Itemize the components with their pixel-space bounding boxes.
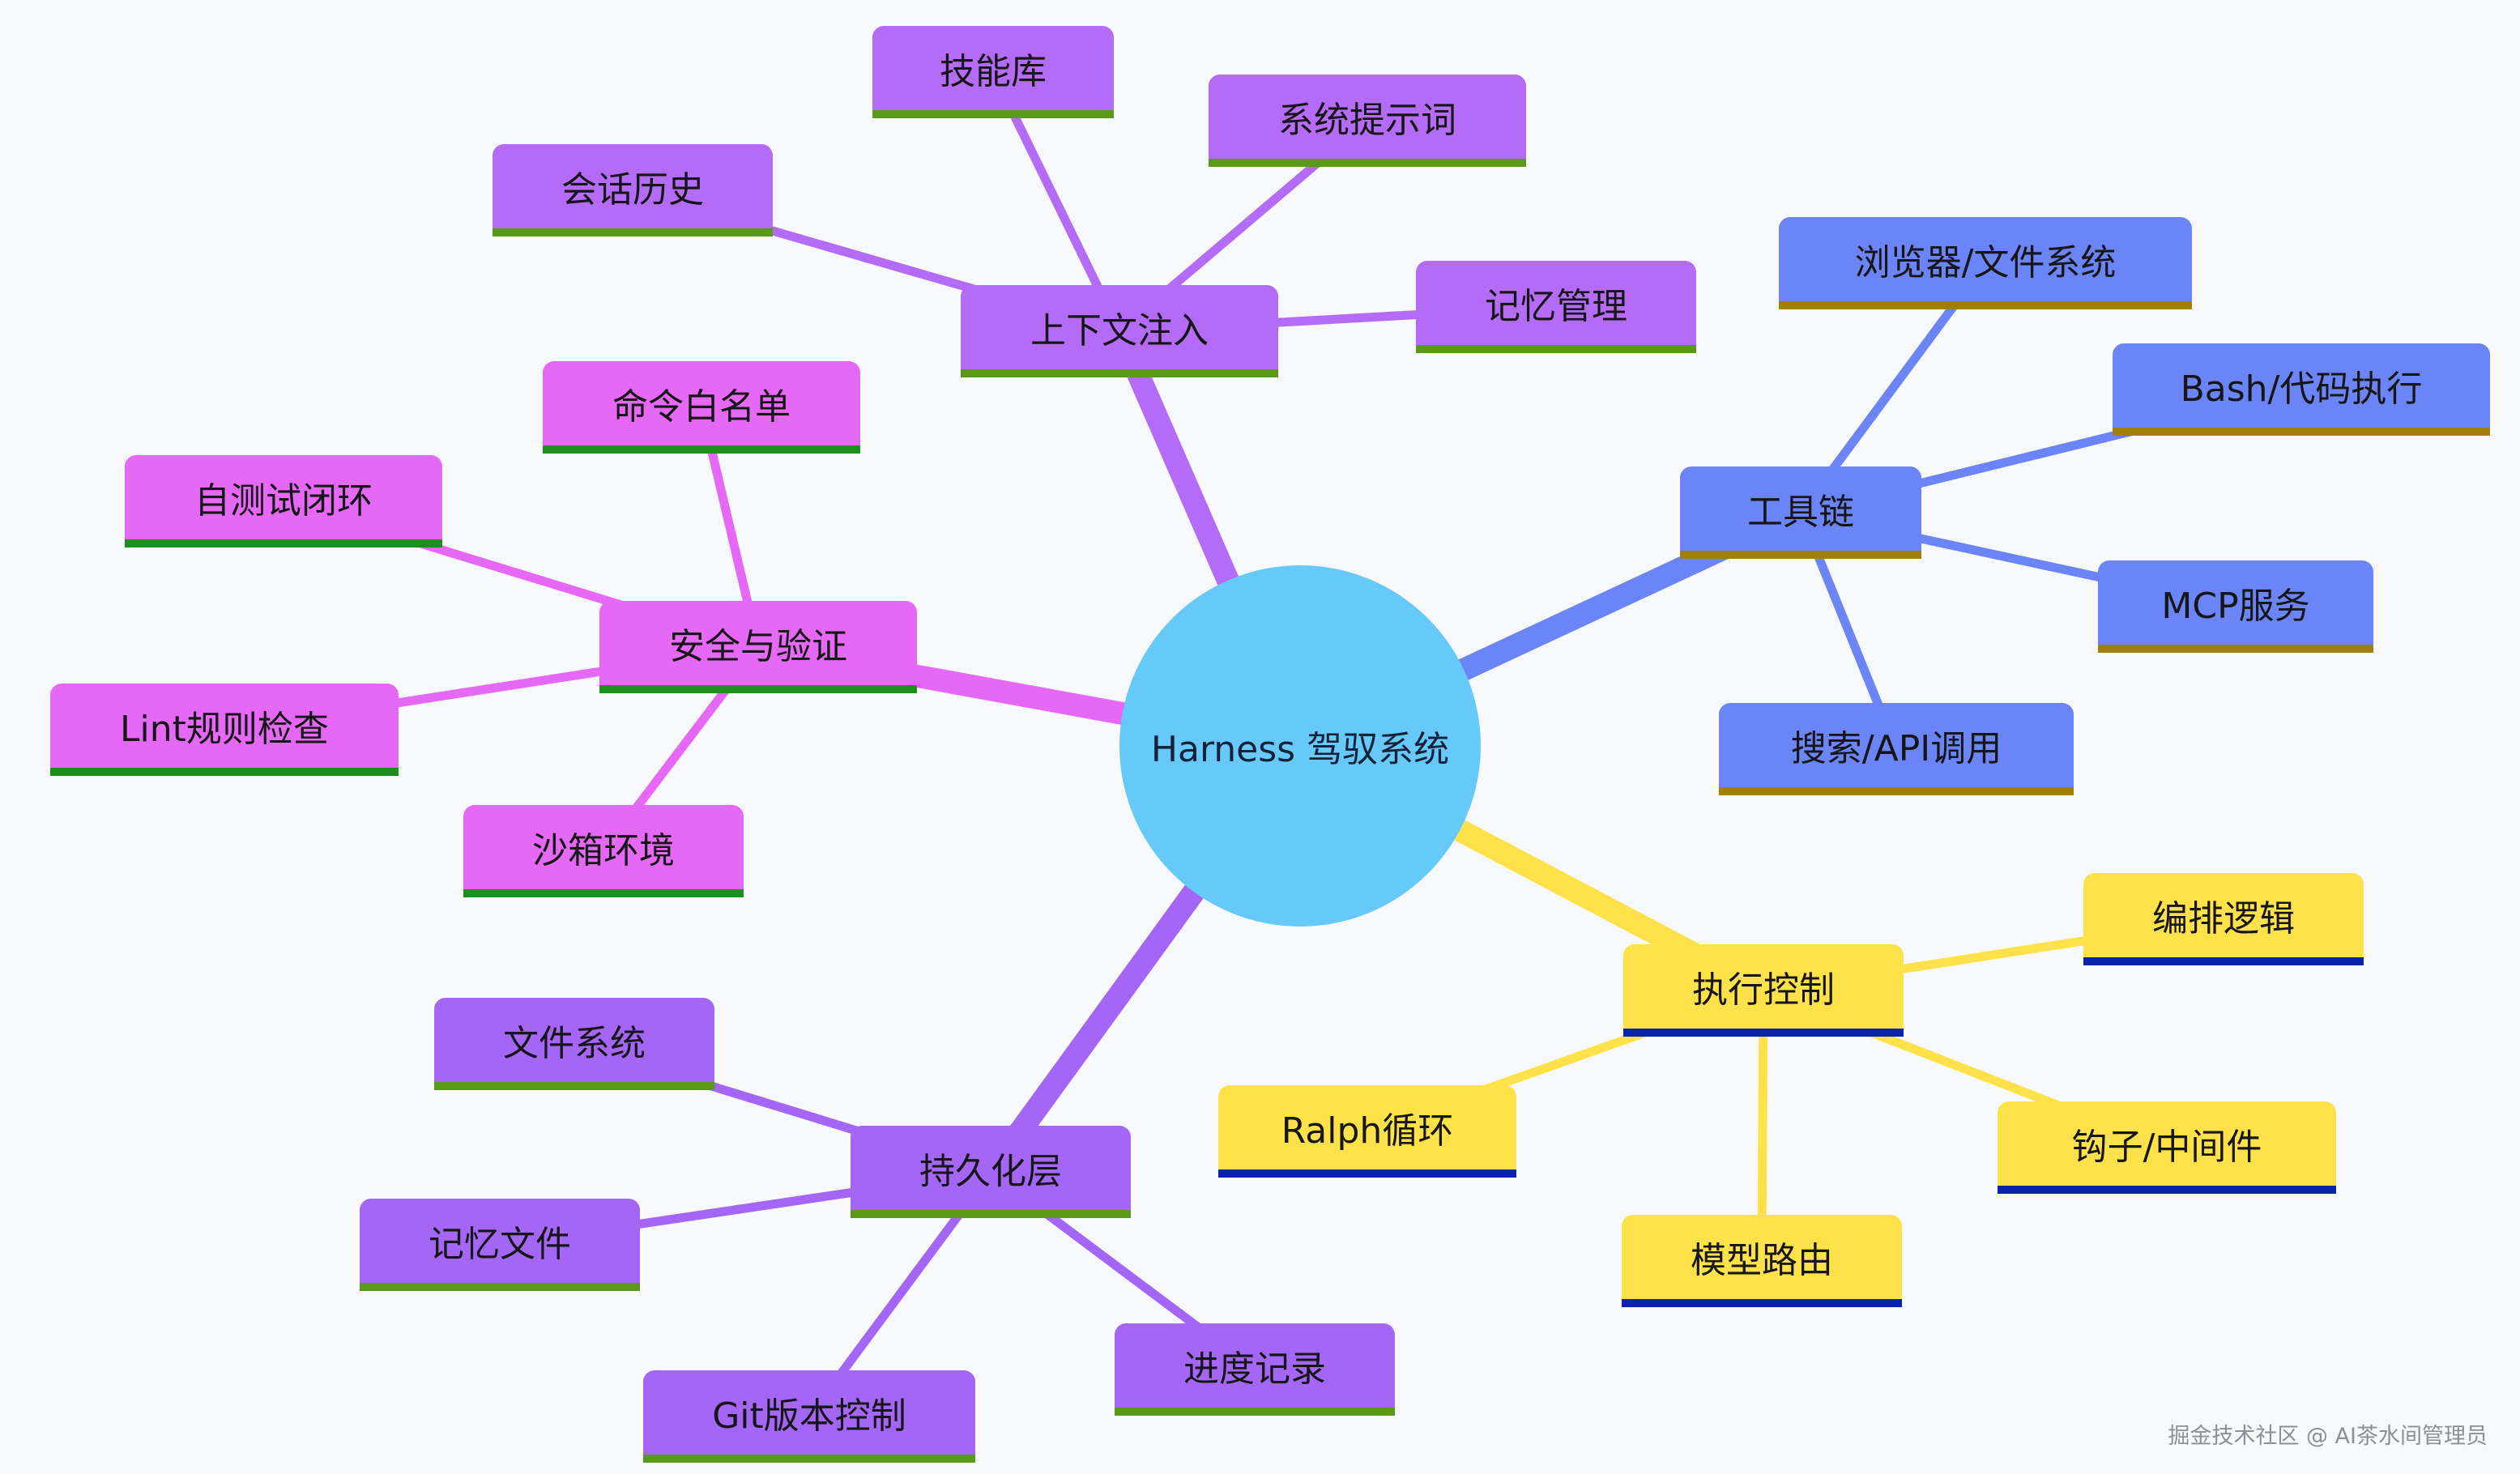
leaf-label: 进度记录 [1183,1348,1326,1390]
leaf-label: 命令白名单 [612,386,791,428]
branch-label: 安全与验证 [669,626,847,667]
center-node[interactable]: Harness 驾驭系统 [1119,565,1481,927]
watermark: 掘金技术社区 @ AI茶水间管理员 [2168,1424,2488,1449]
leaf-node-filesystem[interactable]: 文件系统 [434,998,714,1090]
leaf-node-search-api[interactable]: 搜索/API调用 [1719,703,2074,795]
branch-node-security[interactable]: 安全与验证 [599,601,917,693]
branch-label: 工具链 [1747,492,1854,533]
branch-node-persistence[interactable]: 持久化层 [851,1126,1131,1218]
leaf-node-memory-file[interactable]: 记忆文件 [360,1199,640,1291]
leaf-node-mcp[interactable]: MCP服务 [2098,560,2373,653]
leaf-node-skills[interactable]: 技能库 [872,26,1114,118]
leaf-node-system-prompt[interactable]: 系统提示词 [1209,75,1526,167]
leaf-label: Git版本控制 [712,1395,906,1437]
leaf-label: 沙箱环境 [532,830,675,871]
leaf-node-ralph-loop[interactable]: Ralph循环 [1218,1085,1516,1178]
branch-node-exec-control[interactable]: 执行控制 [1623,944,1904,1037]
leaf-node-bash-exec[interactable]: Bash/代码执行 [2113,343,2490,436]
leaf-node-progress-log[interactable]: 进度记录 [1115,1323,1395,1416]
leaf-label: Ralph循环 [1281,1110,1454,1152]
leaf-node-git[interactable]: Git版本控制 [643,1370,975,1463]
leaf-label: 搜索/API调用 [1790,728,2002,769]
leaf-label: 记忆文件 [429,1224,571,1265]
center-node-label: Harness 驾驭系统 [1150,729,1450,770]
leaf-label: MCP服务 [2161,586,2310,627]
leaf-label: 编排逻辑 [2152,898,2295,939]
leaf-node-sandbox[interactable]: 沙箱环境 [463,805,744,897]
branch-label: 执行控制 [1692,969,1835,1011]
leaf-label: 模型路由 [1691,1240,1833,1281]
leaf-node-orchestration[interactable]: 编排逻辑 [2083,873,2364,965]
branch-label: 上下文注入 [1030,310,1209,351]
leaf-label: 自测试闭环 [194,480,373,522]
branch-label: 持久化层 [919,1151,1062,1192]
leaf-label: 技能库 [940,51,1047,92]
leaf-node-memory-management[interactable]: 记忆管理 [1416,261,1696,353]
leaf-label: Lint规则检查 [120,709,329,750]
leaf-node-self-test-loop[interactable]: 自测试闭环 [125,455,442,547]
leaf-node-command-whitelist[interactable]: 命令白名单 [543,361,860,454]
leaf-node-browser-fs[interactable]: 浏览器/文件系统 [1779,217,2192,309]
leaf-label: 系统提示词 [1278,100,1456,141]
branch-node-tools[interactable]: 工具链 [1680,466,1921,559]
leaf-label: 钩子/中间件 [2071,1127,2262,1168]
leaf-label: 文件系统 [503,1023,646,1064]
leaf-label: 记忆管理 [1485,286,1627,327]
leaf-node-session-history[interactable]: 会话历史 [492,144,773,236]
leaf-label: 浏览器/文件系统 [1854,242,2117,283]
leaf-node-model-routing[interactable]: 模型路由 [1622,1215,1902,1307]
branch-node-context[interactable]: 上下文注入 [961,285,1278,377]
leaf-label: Bash/代码执行 [2180,368,2423,410]
leaf-node-lint-check[interactable]: Lint规则检查 [50,684,399,776]
leaf-node-hooks-middleware[interactable]: 钩子/中间件 [1998,1101,2336,1194]
leaf-label: 会话历史 [561,169,704,211]
